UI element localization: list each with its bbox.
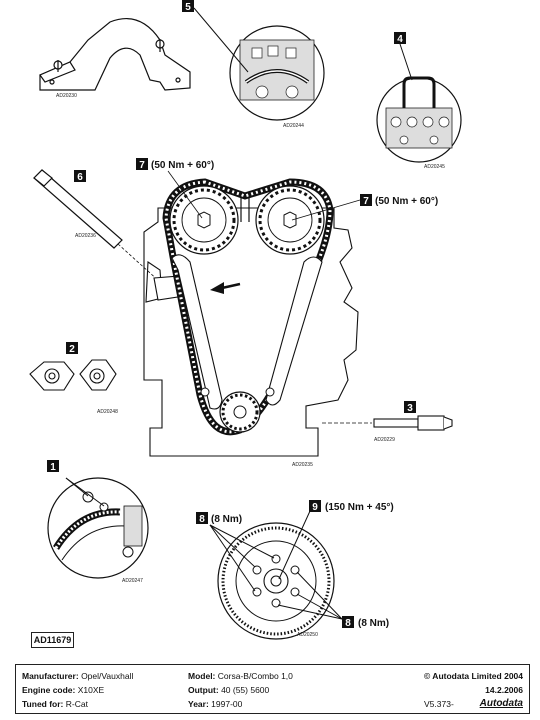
sprocket-holder-figure bbox=[29, 359, 117, 391]
tuned-label: Tuned for: bbox=[22, 699, 64, 709]
output-row: Output: 40 (55) 5600 bbox=[188, 683, 269, 697]
image-ref-7: AD20229 bbox=[374, 437, 395, 443]
callout-1-number: 1 bbox=[50, 462, 56, 473]
callout-3: 3 bbox=[404, 401, 416, 414]
camshaft-locking-tool-figure bbox=[376, 76, 462, 163]
model-row: Model: Corsa-B/Combo 1,0 bbox=[188, 669, 293, 683]
rail-pivot-bolt bbox=[200, 387, 210, 397]
tensioner-rail bbox=[171, 254, 223, 410]
callout-2: 2 bbox=[66, 342, 78, 355]
manufacturer-value: Opel/Vauxhall bbox=[81, 671, 134, 681]
callout-7-inlet-number: 7 bbox=[139, 160, 145, 171]
image-ref-4: AD20236 bbox=[75, 233, 96, 239]
chain-links bbox=[164, 180, 332, 434]
inlet-camshaft-sprocket bbox=[169, 185, 239, 255]
year-value: 1997-00 bbox=[211, 699, 243, 709]
callout-4: 4 bbox=[394, 32, 406, 45]
callout-9: 9 bbox=[309, 500, 321, 513]
callout-9-torque: (150 Nm + 45°) bbox=[325, 502, 394, 513]
footer-info-box: Manufacturer: Opel/Vauxhall Engine code:… bbox=[15, 664, 530, 714]
exhaust-camshaft-sprocket bbox=[255, 185, 325, 255]
callout-8-lower-number: 8 bbox=[345, 618, 351, 629]
callout-8-lower: 8 bbox=[342, 616, 354, 629]
crankshaft-pulley-figure bbox=[209, 510, 343, 640]
callout-7-inlet: 7 bbox=[136, 158, 148, 171]
engine-row: Engine code: X10XE bbox=[22, 683, 104, 697]
callout-6: 6 bbox=[74, 170, 86, 183]
model-value: Corsa-B/Combo 1,0 bbox=[217, 671, 293, 681]
callout-5: 5 bbox=[182, 0, 194, 13]
cylinder-head-tool-fitted-figure bbox=[229, 25, 325, 121]
callout-8-upper-number: 8 bbox=[199, 514, 205, 525]
manufacturer-label: Manufacturer: bbox=[22, 671, 79, 681]
camshaft-bridge-tool-figure bbox=[39, 18, 191, 91]
callout-7-exhaust: 7 bbox=[360, 194, 372, 207]
tensioner-arrow bbox=[210, 282, 241, 294]
callout-8-upper-torque: (8 Nm) bbox=[211, 514, 242, 525]
callout-8-lower-torque: (8 Nm) bbox=[358, 618, 389, 629]
image-ref-5: AD20248 bbox=[97, 409, 118, 415]
year-label: Year: bbox=[188, 699, 209, 709]
tensioner-release-pin-figure bbox=[33, 169, 161, 283]
year-row: Year: 1997-00 bbox=[188, 697, 242, 711]
callout-4-leader bbox=[399, 43, 413, 81]
callout-8-upper: 8 bbox=[196, 512, 208, 525]
image-ref-6: AD20235 bbox=[292, 462, 313, 468]
callout-7-inlet-leader bbox=[167, 170, 203, 219]
autodata-logo: Autodata bbox=[479, 698, 523, 709]
callout-9-number: 9 bbox=[312, 502, 318, 513]
image-ref-2: AD20244 bbox=[283, 123, 304, 129]
callout-7-exhaust-number: 7 bbox=[363, 196, 369, 207]
callout-3-number: 3 bbox=[407, 403, 413, 414]
chain-guide-rail bbox=[265, 256, 323, 406]
model-label: Model: bbox=[188, 671, 216, 681]
crankshaft-locking-pin-figure bbox=[322, 415, 453, 431]
image-ref-9: AD20250 bbox=[297, 632, 318, 638]
callout-1: 1 bbox=[47, 460, 59, 473]
timing-chain-diagram: AD20230 AD20244 AD20245 AD20236 bbox=[29, 0, 462, 640]
print-date: 14.2.2006 bbox=[485, 685, 523, 695]
callout-6-number: 6 bbox=[77, 172, 83, 183]
callout-7-exhaust-torque: (50 Nm + 60°) bbox=[375, 196, 438, 207]
copyright: © Autodata Limited 2004 bbox=[424, 671, 523, 681]
image-ref-8: AD20247 bbox=[122, 578, 143, 584]
callout-5-leader bbox=[193, 7, 249, 73]
callout-7-exhaust-leader bbox=[291, 199, 361, 221]
tuned-row: Tuned for: R-Cat bbox=[22, 697, 88, 711]
callout-2-number: 2 bbox=[69, 344, 75, 355]
tuned-value: R-Cat bbox=[65, 699, 88, 709]
callout-5-number: 5 bbox=[185, 2, 191, 13]
guide-pivot-bolt bbox=[265, 387, 275, 397]
document-id: AD11679 bbox=[31, 632, 74, 648]
crankshaft-pulley-mark-figure bbox=[47, 477, 149, 579]
output-value: 40 (55) 5600 bbox=[221, 685, 270, 695]
engine-label: Engine code: bbox=[22, 685, 76, 695]
output-label: Output: bbox=[188, 685, 219, 695]
image-ref-1: AD20230 bbox=[56, 93, 77, 99]
callout-7-inlet-torque: (50 Nm + 60°) bbox=[151, 160, 214, 171]
image-ref-3: AD20245 bbox=[424, 164, 445, 170]
timing-mark-pins bbox=[240, 198, 250, 222]
callout-4-number: 4 bbox=[397, 34, 403, 45]
manufacturer-row: Manufacturer: Opel/Vauxhall bbox=[22, 669, 133, 683]
crankshaft-sprocket bbox=[219, 391, 261, 433]
engine-value: X10XE bbox=[77, 685, 105, 695]
version: V5.373- bbox=[424, 699, 454, 709]
